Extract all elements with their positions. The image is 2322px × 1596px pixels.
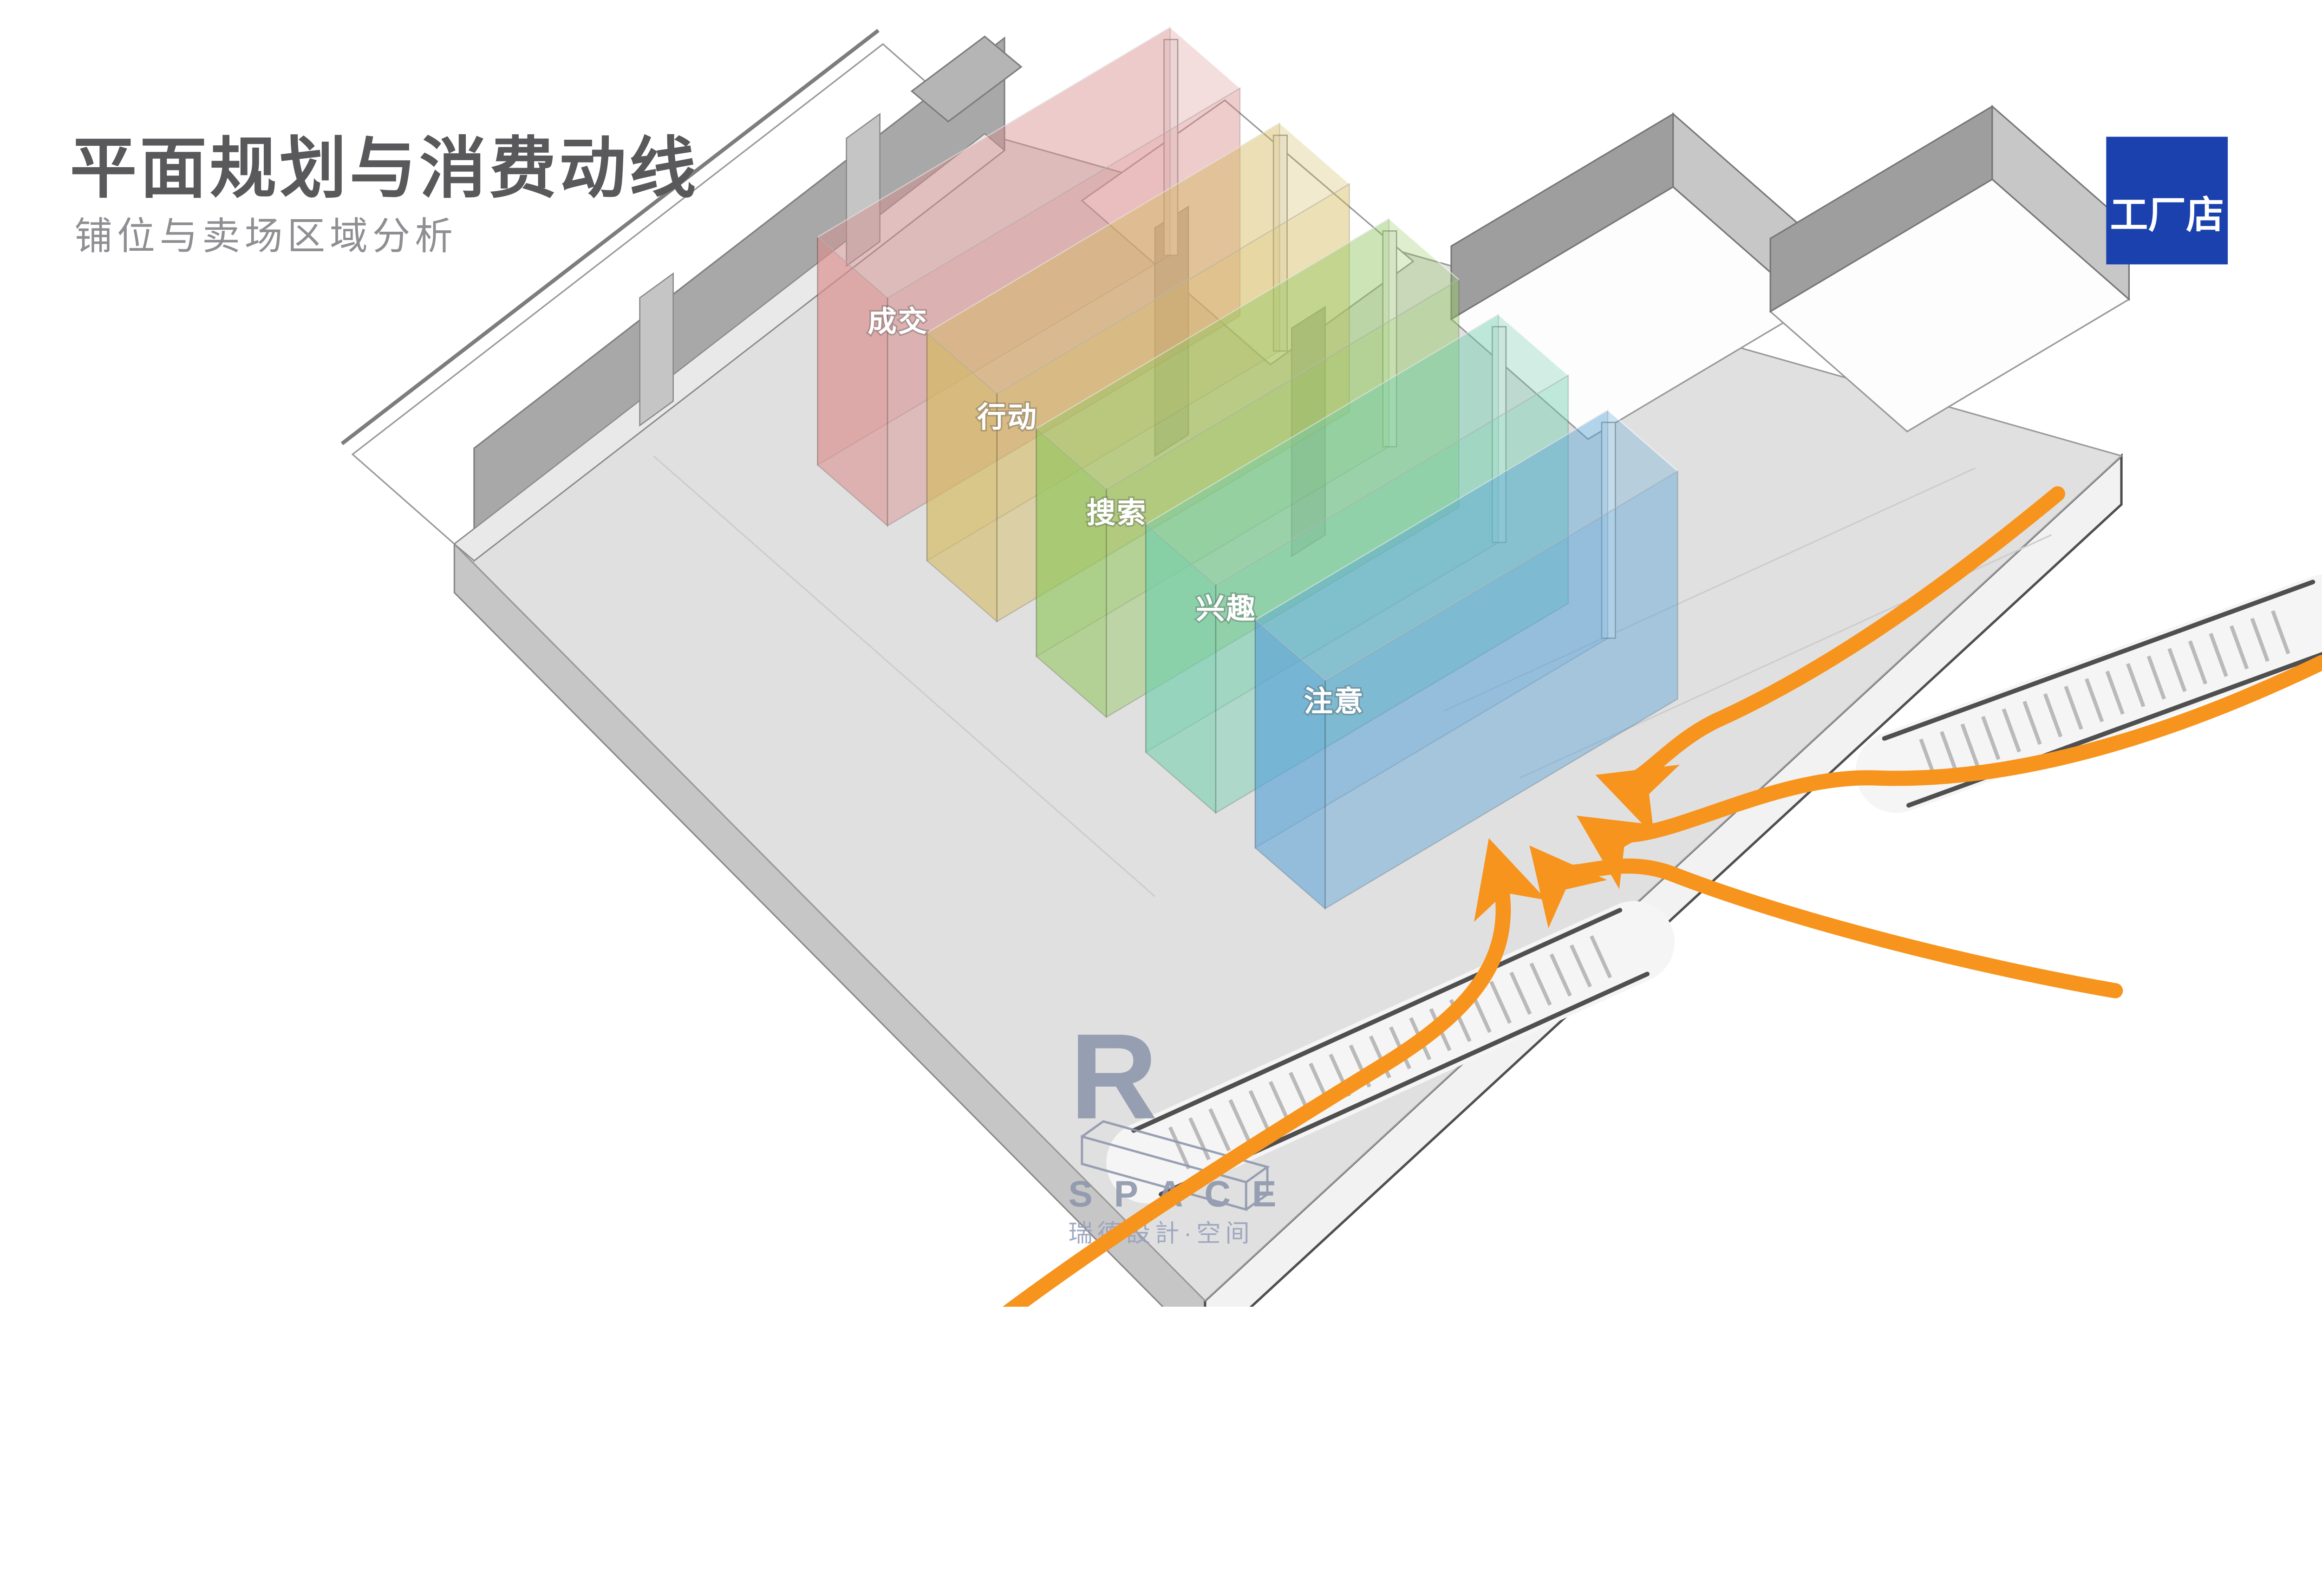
zone-face-sw — [1254, 619, 1326, 910]
zone-label-attention: 注意 — [1304, 685, 1365, 717]
pilaster — [1382, 230, 1397, 448]
right-rooms — [1450, 104, 2131, 440]
zone-label-search: 搜索 — [1087, 497, 1148, 529]
zone-label-action: 行动 — [977, 401, 1038, 433]
watermark-box-outline — [1081, 1120, 1270, 1211]
store-type-badge: 工厂店 — [2106, 137, 2228, 265]
hall-columns — [1154, 39, 1616, 639]
slide: R SPACE 瑞德設計·空间 成交 行动 搜索 兴趣 注意 平面规划与消费动线… — [70, 26, 2322, 1307]
floor-seam — [652, 455, 1155, 897]
zone-face-sw — [817, 235, 888, 528]
flow-arrow-from-bottom-escalator — [1002, 838, 1547, 1307]
zone-face-top — [926, 122, 1350, 395]
zone-face-sw — [1036, 427, 1107, 719]
escalator-handrail-left — [1131, 908, 1623, 1133]
wall-pier — [639, 272, 674, 427]
watermark-initial: R — [1070, 1009, 1158, 1144]
corner-tower — [910, 35, 1023, 123]
zone-face-top — [816, 26, 1241, 299]
escalator-deck — [1855, 574, 2322, 813]
pilaster — [1492, 326, 1507, 543]
pilaster — [1272, 134, 1288, 352]
flow-arrow-from-right-escalator-lower — [1576, 655, 2322, 889]
outer-wall-line — [340, 29, 880, 445]
pilaster — [1163, 39, 1179, 256]
escalator-handrail-left — [1882, 580, 2315, 741]
page-subtitle: 铺位与卖场区域分析 — [74, 215, 457, 258]
badge-label: 工厂店 — [2110, 194, 2224, 236]
badge-background — [2106, 137, 2228, 265]
floor-plan-canvas: R SPACE 瑞德設計·空间 成交 行动 搜索 兴趣 注意 平面规划与消费动线… — [70, 26, 2322, 1307]
page-title: 平面规划与消费动线 — [70, 131, 699, 206]
pier — [1291, 306, 1326, 558]
back-wall-band — [340, 29, 1023, 562]
zone-face-top — [1035, 218, 1460, 490]
zone-face-sw — [1145, 523, 1217, 814]
zone-labels: 成交 行动 搜索 兴趣 注意 — [866, 304, 1365, 719]
flow-arrows — [1002, 486, 2322, 1307]
watermark: R SPACE 瑞德設計·空间 — [1068, 1009, 1276, 1247]
wall-pier — [846, 112, 881, 267]
zone-label-interest: 兴趣 — [1196, 593, 1257, 625]
floor-seam — [1443, 467, 1976, 712]
zone-label-deal: 成交 — [867, 306, 928, 338]
header: 平面规划与消费动线 铺位与卖场区域分析 — [70, 131, 699, 258]
zone-face-top — [1145, 313, 1570, 586]
zone-face-sw — [926, 331, 998, 623]
zone-face-top — [1254, 409, 1679, 682]
flow-arrow-from-plaza — [1529, 845, 2123, 998]
zone-attention — [1254, 409, 1679, 910]
flow-arrow-from-right-escalator-upper — [1595, 486, 2065, 836]
pilaster — [1601, 422, 1616, 639]
